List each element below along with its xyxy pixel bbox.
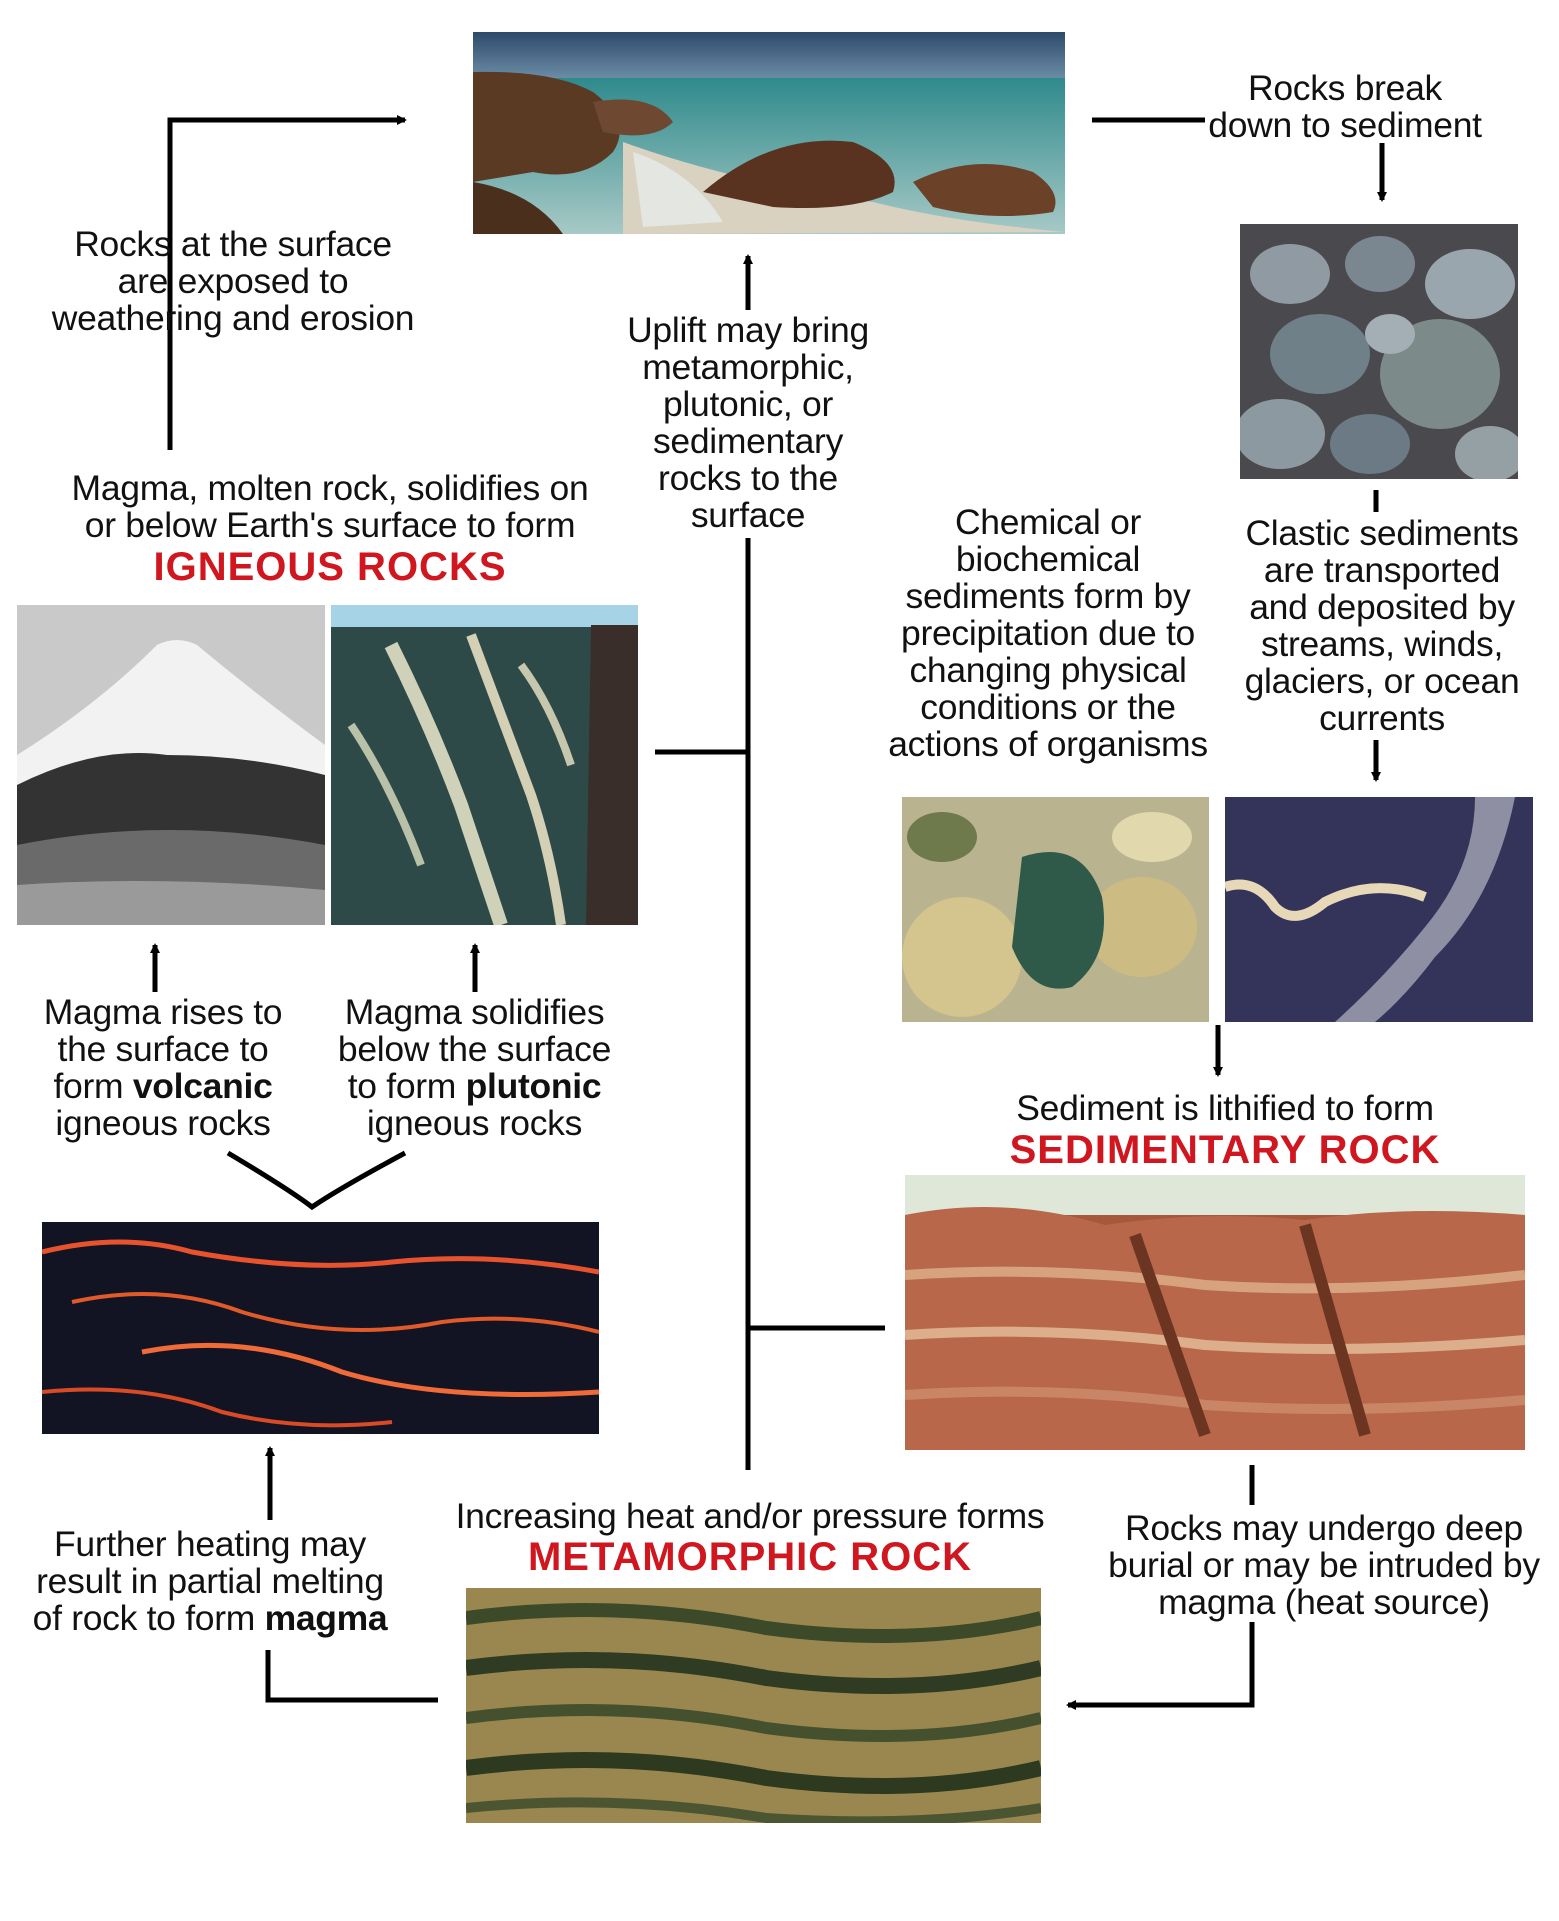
burial-label: Rocks may undergo deep burial or may be … xyxy=(1108,1508,1540,1622)
lithified-label: Sediment is lithified to form xyxy=(1016,1088,1434,1128)
heat-pressure-label: Increasing heat and/or pressure forms xyxy=(455,1496,1045,1536)
sedimentary-photo xyxy=(905,1175,1525,1450)
arrow-weathering-to-beach xyxy=(167,115,407,450)
break-down-label: Rocks break down to sediment xyxy=(1208,68,1482,145)
sediment-photo xyxy=(1240,224,1518,479)
volcano-photo xyxy=(17,605,325,925)
metamorphic-photo xyxy=(466,1588,1041,1823)
clastic-sediments-label: Clastic sediments are transported and de… xyxy=(1244,513,1520,738)
river-photo xyxy=(1225,797,1533,1022)
weathering-label: Rocks at the surface are exposed to weat… xyxy=(51,224,415,338)
lava-photo xyxy=(42,1222,599,1434)
plutonic-label: Magma solidifies below the surface to fo… xyxy=(337,992,612,1143)
chemical-sediments-label: Chemical or biochemical sediments form b… xyxy=(888,502,1208,764)
sedimentary-rock-title: SEDIMENTARY ROCK xyxy=(1009,1128,1441,1172)
lava-split-line xyxy=(226,1150,407,1211)
chemical-sediment-photo xyxy=(902,797,1209,1022)
arrow-burial-to-metamorphic xyxy=(1066,1622,1255,1710)
volcanic-label: Magma rises to the surface to form volca… xyxy=(43,992,283,1143)
igneous-intro-label: Magma, molten rock, solidifies on or bel… xyxy=(71,468,589,545)
beach-photo xyxy=(473,32,1065,234)
melting-label: Further heating may result in partial me… xyxy=(32,1524,388,1638)
line-metamorphic-to-melting xyxy=(265,1650,438,1703)
uplift-label: Uplift may bring metamorphic, plutonic, … xyxy=(627,310,869,535)
igneous-rocks-title: IGNEOUS ROCKS xyxy=(153,545,507,589)
metamorphic-rock-title: METAMORPHIC ROCK xyxy=(527,1535,973,1579)
plutonic-photo xyxy=(331,605,638,925)
